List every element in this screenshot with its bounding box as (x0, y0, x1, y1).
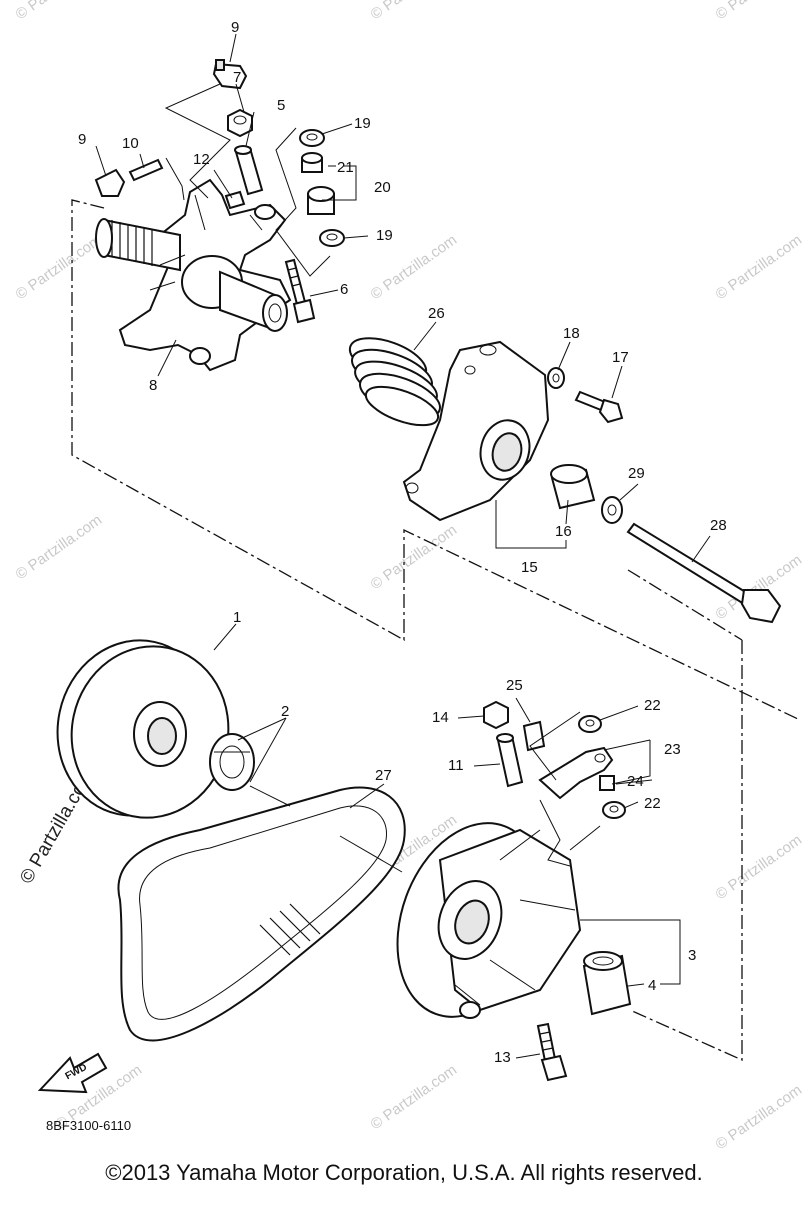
label-part-11: 11 (448, 757, 464, 774)
guide-lines (164, 83, 601, 873)
watermark: © Partzilla.com (713, 231, 806, 303)
part-21-bushing (301, 152, 323, 173)
part-1-sliding-sheave (56, 639, 230, 819)
label-part-6: 6 (340, 281, 348, 298)
part-number-labels: 9 7 5 19 21 20 19 6 9 10 12 8 26 18 17 2… (78, 19, 727, 1066)
label-part-19: 19 (354, 115, 371, 132)
watermark: © Partzilla.com (13, 0, 106, 23)
part-4-bushing (582, 951, 632, 1016)
part-23-weight-arm (538, 746, 614, 800)
part-13-bolt (536, 1022, 568, 1082)
label-part-8: 8 (149, 377, 157, 394)
part-19-washer-bottom (319, 229, 345, 247)
label-part-28: 28 (710, 517, 727, 534)
label-part-24: 24 (627, 773, 644, 790)
label-part-10: 10 (122, 135, 139, 152)
label-part-9b: 9 (78, 131, 86, 148)
part-26-spring (348, 337, 441, 427)
part-9-slider-left (94, 168, 126, 197)
part-16-bushing (550, 464, 596, 510)
label-part-15: 15 (521, 559, 538, 576)
watermark: © Partzilla.com (368, 1061, 461, 1133)
watermark: © Partzilla.com (368, 521, 461, 593)
part-15-cover (402, 340, 550, 522)
part-12-pin (224, 190, 246, 210)
label-part-23: 23 (664, 741, 681, 758)
label-part-12: 12 (193, 151, 210, 168)
label-part-22: 22 (644, 697, 661, 714)
part-22-washer-bottom (602, 801, 626, 819)
part-11-collar (496, 733, 524, 788)
part-10-pin (128, 158, 164, 182)
copyright-notice: ©2013 Yamaha Motor Corporation, U.S.A. A… (105, 1160, 703, 1185)
part-8-spider-sheave (95, 178, 292, 372)
label-part-4: 4 (648, 977, 656, 994)
label-part-25: 25 (506, 677, 523, 694)
watermark: © Partzilla.com (713, 1081, 806, 1153)
label-part-5: 5 (277, 97, 285, 114)
assembly-boundary (71, 199, 801, 1062)
part-5-collar (234, 145, 264, 196)
label-part-3: 3 (688, 947, 696, 964)
label-part-17: 17 (612, 349, 629, 366)
part-20-roller (307, 186, 335, 215)
part-24-roller (599, 775, 615, 791)
part-14-nut (483, 700, 509, 730)
label-part-26: 26 (428, 305, 445, 322)
leader-lines (95, 33, 711, 1059)
watermark: © Partzilla.com (713, 0, 806, 23)
watermark: © Partzilla.com (368, 0, 461, 23)
label-part-29: 29 (628, 465, 645, 482)
part-22-washer-top (578, 715, 602, 733)
part-28-bolt (626, 522, 782, 624)
label-part-16: 16 (555, 523, 572, 540)
part-25-pin (522, 720, 546, 752)
part-29-washer (601, 496, 623, 524)
fwd-arrow: FWD (37, 1052, 108, 1094)
label-part-19b: 19 (376, 227, 393, 244)
part-17-bolt (574, 390, 624, 424)
label-part-20: 20 (374, 179, 391, 196)
label-part-7: 7 (233, 69, 241, 86)
label-part-2: 2 (281, 703, 289, 720)
diagram-ref-code: 8BF3100-6110 (46, 1118, 131, 1133)
label-part-22b: 22 (644, 795, 661, 812)
part-9-slider-top (212, 59, 248, 90)
watermark: © Partzilla.com (713, 831, 806, 903)
label-part-14: 14 (432, 709, 449, 726)
part-19-washer-top (299, 129, 325, 147)
label-part-18: 18 (563, 325, 580, 342)
label-part-1: 1 (233, 609, 241, 626)
watermark: © Partzilla.com (13, 511, 106, 583)
part-2-bushing (209, 733, 255, 791)
watermark: © Partzilla.com (13, 231, 106, 303)
label-part-13: 13 (494, 1049, 511, 1066)
label-part-21: 21 (337, 159, 354, 176)
label-part-27: 27 (375, 767, 392, 784)
part-6-bolt (284, 258, 316, 324)
part-18-washer (547, 367, 565, 389)
part-27-v-belt (117, 786, 406, 1042)
part-7-nut (227, 108, 253, 138)
part-3-secondary-sheave (396, 822, 582, 1019)
label-part-9: 9 (231, 19, 239, 36)
